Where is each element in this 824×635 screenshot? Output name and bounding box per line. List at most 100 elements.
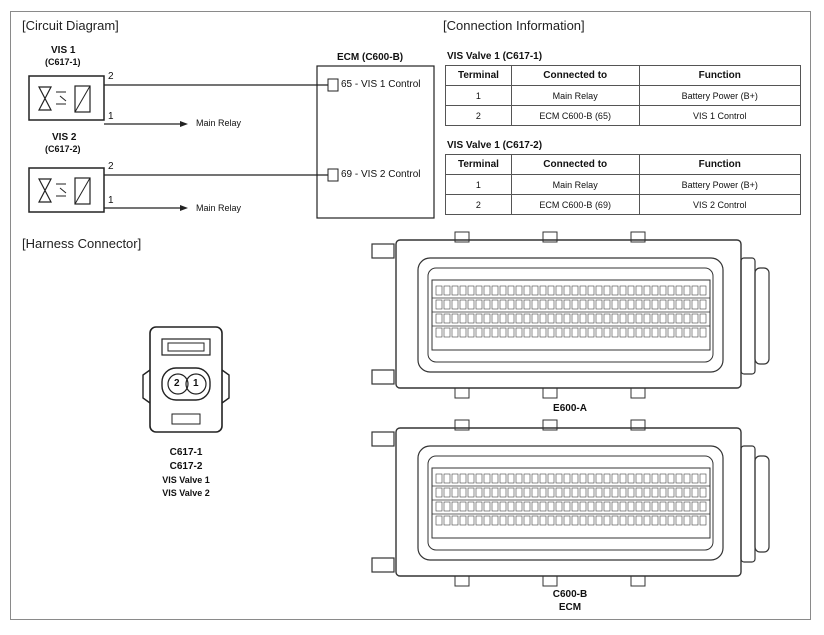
connector-pin-cavity <box>675 285 683 296</box>
connector-pin-cavity <box>499 327 507 338</box>
connector-pin-cavity <box>571 487 579 498</box>
connection-table-2: Terminal Connected to Function 1 Main Re… <box>445 154 802 215</box>
connector-pin-cavity <box>651 285 659 296</box>
connector-pin-cavity <box>667 327 675 338</box>
connector-pin-cavity <box>611 285 619 296</box>
connector-pin-cavity <box>435 487 443 498</box>
connector-pin-cavity <box>603 473 611 484</box>
connector-pin-cavity <box>467 501 475 512</box>
connector-pin-cavity <box>611 299 619 310</box>
connector-pin-cavity <box>547 313 555 324</box>
connector-pin-cavity <box>667 313 675 324</box>
connector-pin-cavity <box>627 285 635 296</box>
ecm-connector-b-drawing <box>371 419 770 587</box>
cell-connected-to: ECM C600-B (69) <box>510 194 640 215</box>
connector-pin-cavity <box>635 473 643 484</box>
connector-pin-cavity <box>691 327 699 338</box>
connector-pin-cavity <box>555 487 563 498</box>
table2-title: VIS Valve 1 (C617-2) <box>447 140 543 151</box>
connector-pin-cavity <box>635 285 643 296</box>
connector-pin-cavity <box>451 473 459 484</box>
connector-pin-cavity <box>435 285 443 296</box>
connector-pin-cavity <box>699 327 707 338</box>
connector-pin-cavity <box>475 515 483 526</box>
connector-pin-cavity <box>555 473 563 484</box>
vis1-pin2-label: 2 <box>108 71 114 82</box>
connection-table-1: Terminal Connected to Function 1 Main Re… <box>445 65 802 126</box>
connector-pin-cavity <box>683 487 691 498</box>
connector-pin-cavity <box>491 327 499 338</box>
connector-pin-cavity <box>539 515 547 526</box>
connector-pin-cavity <box>611 487 619 498</box>
vis1-valve-symbol <box>28 75 105 121</box>
connector-pin-cavity <box>635 487 643 498</box>
connector-pin-cavity <box>571 299 579 310</box>
connector-pin-cavity <box>643 487 651 498</box>
connector-pin-cavity <box>587 327 595 338</box>
connector-pin-cavity <box>699 515 707 526</box>
connector-pin-cavity <box>587 299 595 310</box>
ecm-pin65-label: 65 - VIS 1 Control <box>341 79 421 90</box>
connector-pin-cavity <box>699 285 707 296</box>
connector-pin-cavity <box>611 327 619 338</box>
cell-terminal: 1 <box>445 174 512 195</box>
table-header-row: Terminal Connected to Function <box>445 65 802 86</box>
connector-pin-cavity <box>491 487 499 498</box>
connector-pin-cavity <box>451 285 459 296</box>
connector-pin-cavity <box>691 313 699 324</box>
connector-pin-cavity <box>627 473 635 484</box>
connector-pin-cavity <box>675 501 683 512</box>
cell-terminal: 2 <box>445 105 512 126</box>
connection-info-title: [Connection Information] <box>443 18 585 33</box>
connector-pin-cavity <box>475 327 483 338</box>
connector-pin-cavity <box>483 501 491 512</box>
ecm-connector-a-drawing <box>371 231 770 399</box>
connector-pin-cavity <box>571 501 579 512</box>
connector-pin-cavity <box>531 327 539 338</box>
connector-pin-cavity <box>675 487 683 498</box>
connector-pin-cavity <box>443 299 451 310</box>
connector-pin-cavity <box>619 327 627 338</box>
connector-pin-cavity <box>603 501 611 512</box>
connector-pin-cavity <box>563 515 571 526</box>
connector-pin-cavity <box>651 327 659 338</box>
ecm-caption: ECM <box>558 602 582 613</box>
connector-pin-cavity <box>667 515 675 526</box>
connector-pin-cavity <box>595 501 603 512</box>
connector-pin-cavity <box>499 501 507 512</box>
cell-function: Battery Power (B+) <box>638 85 802 106</box>
header-connected-to: Connected to <box>510 154 640 175</box>
connector-pin-cavity <box>435 501 443 512</box>
connector-pin-cavity <box>515 299 523 310</box>
connector-pin-cavity <box>507 473 515 484</box>
connector-pin-cavity <box>499 285 507 296</box>
connector-pin-cavity <box>627 299 635 310</box>
connector-pin-cavity <box>683 299 691 310</box>
connector-pin-cavity <box>491 299 499 310</box>
ecm-title: ECM (C600-B) <box>337 52 404 63</box>
connector-pin-cavity <box>443 515 451 526</box>
connector-pin-cavity <box>547 487 555 498</box>
connector-pin-cavity <box>563 299 571 310</box>
ecm-connector-a-pin-grid <box>435 285 707 338</box>
connector-pin-cavity <box>475 473 483 484</box>
connector-pin-cavity <box>531 501 539 512</box>
connector-pin-cavity <box>515 285 523 296</box>
connector-pin-cavity <box>459 515 467 526</box>
connector-pin-cavity <box>515 327 523 338</box>
connector-pin-cavity <box>563 501 571 512</box>
connector-pin-cavity <box>627 487 635 498</box>
connector-pin-cavity <box>619 299 627 310</box>
connector-pin-cavity <box>691 501 699 512</box>
connector-pin-cavity <box>699 313 707 324</box>
connector-pin-cavity <box>643 515 651 526</box>
connector-pin-cavity <box>643 327 651 338</box>
connector-pin-cavity <box>483 487 491 498</box>
connector-pin-cavity <box>571 285 579 296</box>
table1-title: VIS Valve 1 (C617-1) <box>447 51 543 62</box>
connector-pin-cavity <box>691 285 699 296</box>
connector-pin-cavity <box>595 313 603 324</box>
connector-pin-cavity <box>459 299 467 310</box>
connector-pin-cavity <box>563 313 571 324</box>
